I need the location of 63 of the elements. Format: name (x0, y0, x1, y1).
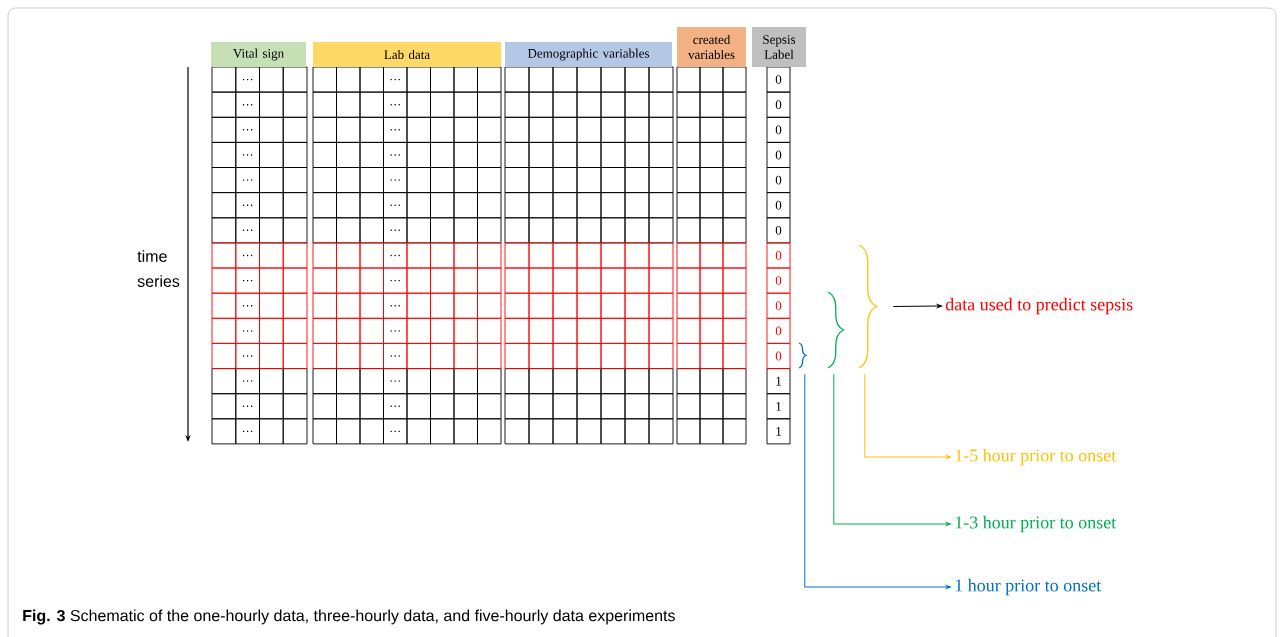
curly-brace (827, 291, 845, 369)
figure-caption: Fig. 3 Schematic of the one-hourly data, three-hourly data, and five-hourly data experiments (23, 609, 675, 625)
label-value: 0 (775, 326, 782, 336)
ellipsis: … (242, 430, 253, 433)
ellipsis: … (242, 254, 253, 257)
ellipsis: … (242, 129, 253, 131)
arrow (804, 373, 952, 589)
ellipsis: … (390, 204, 400, 206)
ellipsis: … (390, 154, 400, 156)
ellipsis: … (390, 430, 400, 433)
header-box: Sepsis Label (752, 27, 806, 67)
ellipsis: … (242, 305, 253, 307)
label-value: 1 (776, 402, 781, 411)
label-value: 0 (775, 100, 782, 110)
arrow (892, 304, 943, 308)
ellipsis: … (242, 330, 253, 332)
label-value: 1 (776, 427, 781, 436)
ellipsis: … (390, 305, 400, 307)
header-box: Lab data (313, 42, 501, 67)
ellipsis: … (390, 355, 400, 357)
annotation-text: 1-5 hour prior to onset (955, 448, 1117, 466)
label-value: 0 (775, 150, 782, 160)
label-value: 1 (776, 376, 781, 386)
label-value: 0 (775, 351, 782, 361)
ellipsis: … (242, 179, 253, 181)
axis-label: time series (137, 250, 180, 287)
label-value: 0 (775, 301, 782, 311)
ellipsis: … (242, 405, 253, 407)
ellipsis: … (390, 179, 400, 181)
header-box: Demographic variables (505, 42, 672, 67)
ellipsis: … (242, 104, 253, 106)
label-value: 0 (775, 276, 782, 285)
curly-brace (858, 244, 878, 369)
header-box: created variables (677, 27, 746, 67)
ellipsis: … (390, 330, 400, 332)
curly-brace (798, 342, 807, 369)
arrow (864, 373, 952, 459)
label-value: 0 (775, 175, 782, 185)
annotation-text: 1-3 hour prior to onset (955, 515, 1117, 533)
ellipsis: … (390, 104, 400, 106)
ellipsis: … (390, 129, 400, 131)
annotation-text: 1 hour prior to onset (955, 578, 1102, 596)
ellipsis: … (242, 229, 253, 231)
ellipsis: … (390, 380, 400, 382)
label-value: 0 (775, 75, 782, 84)
ellipsis: … (390, 254, 400, 257)
ellipsis: … (390, 405, 400, 407)
ellipsis: … (242, 78, 253, 81)
ellipsis: … (390, 78, 400, 81)
ellipsis: … (242, 279, 253, 282)
header-box: Vital sign (211, 42, 306, 67)
ellipsis: … (390, 229, 400, 231)
ellipsis: … (390, 279, 400, 282)
ellipsis: … (242, 355, 253, 357)
ellipsis: … (242, 204, 253, 206)
label-value: 0 (775, 125, 782, 135)
ellipsis: … (242, 154, 253, 156)
arrow (833, 373, 952, 526)
ellipsis: … (242, 380, 253, 382)
label-value: 0 (775, 251, 782, 260)
label-value: 0 (775, 225, 782, 235)
annotation-text: data used to predict sepsis (945, 297, 1133, 315)
label-value: 0 (775, 200, 782, 210)
